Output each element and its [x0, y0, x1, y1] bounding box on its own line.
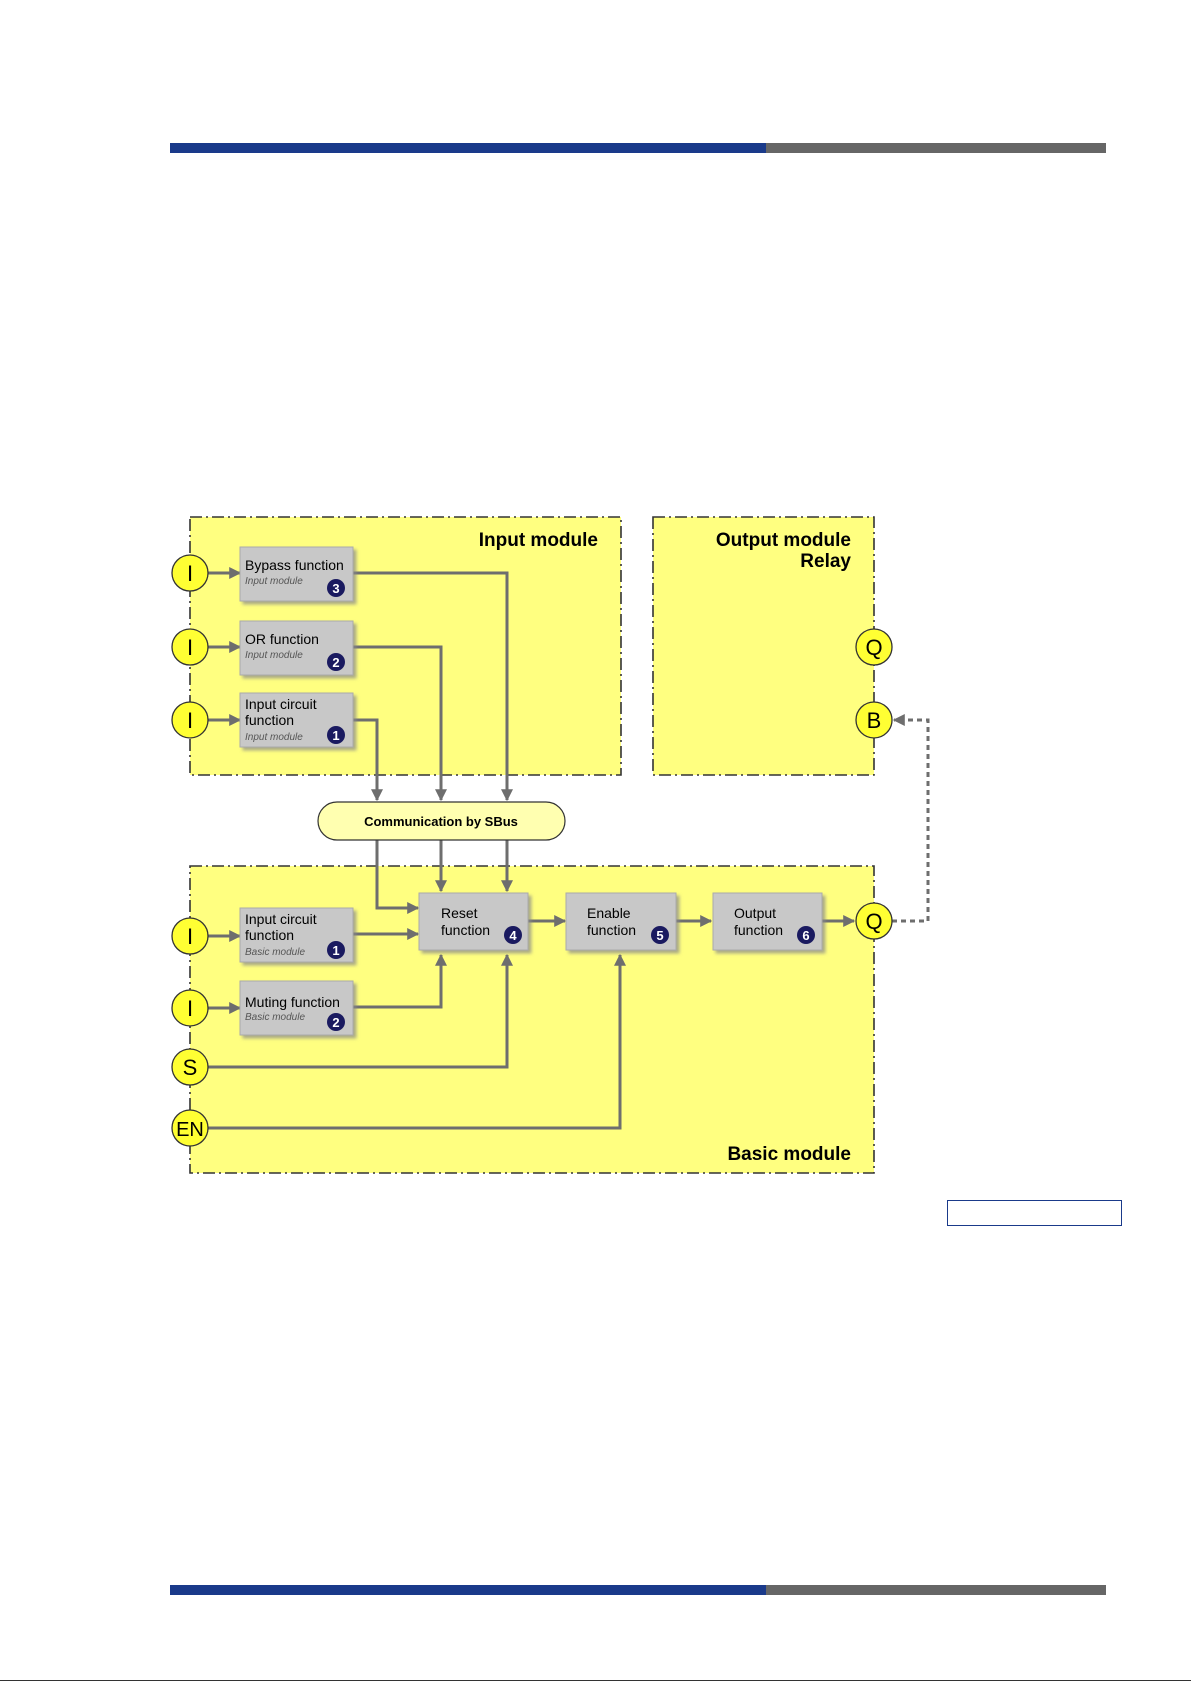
terminals: I I I Q B I I S — [171, 554, 893, 1147]
figure-caption-box — [947, 1200, 1122, 1226]
terminal-basic-i1: I — [171, 917, 209, 955]
function-label: OR function — [245, 631, 319, 647]
function-label: Output — [734, 905, 776, 921]
sbus-communication: Communication by SBus — [317, 801, 566, 841]
svg-text:EN: EN — [176, 1119, 204, 1141]
function-sublabel: Input module — [245, 576, 303, 587]
svg-text:I: I — [187, 561, 193, 586]
svg-text:Q: Q — [865, 635, 882, 660]
connections — [208, 567, 930, 1130]
function-block-enable: Enable function 5 — [565, 892, 677, 951]
terminal-basic-q: Q — [855, 902, 893, 940]
svg-text:I: I — [187, 708, 193, 733]
function-sublabel: Input module — [245, 732, 303, 743]
function-label-line2: function — [734, 922, 783, 938]
svg-text:Q: Q — [865, 909, 882, 934]
basic-module-title: Basic module — [727, 1144, 851, 1165]
function-block-muting: Muting function Basic module 2 — [239, 980, 354, 1036]
function-sublabel: Basic module — [245, 1012, 305, 1023]
svg-text:B: B — [867, 708, 882, 733]
sbus-label: Communication by SBus — [364, 814, 518, 829]
function-number-badge: 1 — [332, 943, 339, 958]
function-number-badge: 1 — [332, 728, 339, 743]
terminal-basic-i2: I — [171, 989, 209, 1027]
output-module: Output module Relay — [652, 516, 875, 776]
function-sublabel: Input module — [245, 650, 303, 661]
function-number-badge: 2 — [332, 655, 339, 670]
function-label: Input circuit — [245, 696, 317, 712]
function-label: Input circuit — [245, 911, 317, 927]
output-module-title: Output module — [716, 530, 851, 551]
function-number-badge: 4 — [509, 928, 517, 943]
svg-text:I: I — [187, 924, 193, 949]
function-label: Enable — [587, 905, 631, 921]
function-block-output: Output function 6 — [712, 892, 823, 951]
svg-text:S: S — [183, 1055, 198, 1080]
function-label-line2: function — [245, 927, 294, 943]
function-number-badge: 5 — [656, 928, 663, 943]
terminal-basic-s: S — [171, 1048, 209, 1086]
function-number-badge: 2 — [332, 1015, 339, 1030]
terminal-output-q: Q — [855, 628, 893, 666]
page-bottom-line — [0, 1680, 1191, 1681]
input-module-title: Input module — [479, 530, 598, 551]
svg-text:I: I — [187, 635, 193, 660]
function-block-input-circuit: Input circuit function Input module 1 — [239, 692, 354, 748]
terminal-input-i3: I — [171, 701, 209, 739]
footer-rule — [170, 1585, 1106, 1595]
svg-text:I: I — [187, 996, 193, 1021]
terminal-input-i2: I — [171, 628, 209, 666]
function-block-reset: Reset function 4 — [418, 892, 529, 951]
terminal-output-b: B — [855, 701, 893, 739]
header-rule-blue — [170, 143, 766, 153]
function-label-line2: function — [587, 922, 636, 938]
function-label: Reset — [441, 905, 478, 921]
terminal-basic-en: EN — [171, 1109, 209, 1147]
function-sublabel: Basic module — [245, 947, 305, 958]
function-label-line2: function — [441, 922, 490, 938]
header-rule-gray — [766, 143, 1106, 153]
footer-rule-gray — [766, 1585, 1106, 1595]
function-block-or: OR function Input module 2 — [239, 620, 354, 676]
function-number-badge: 6 — [802, 928, 809, 943]
function-label: Bypass function — [245, 557, 344, 573]
header-rule — [170, 143, 1106, 153]
function-label-line2: function — [245, 712, 294, 728]
function-number-badge: 3 — [332, 581, 339, 596]
footer-rule-blue — [170, 1585, 766, 1595]
function-block-basic-input-circuit: Input circuit function Basic module 1 — [239, 907, 354, 963]
output-module-subtitle: Relay — [800, 551, 851, 572]
terminal-input-i1: I — [171, 554, 209, 592]
function-label: Muting function — [245, 994, 340, 1010]
function-block-bypass: Bypass function Input module 3 — [239, 546, 354, 602]
